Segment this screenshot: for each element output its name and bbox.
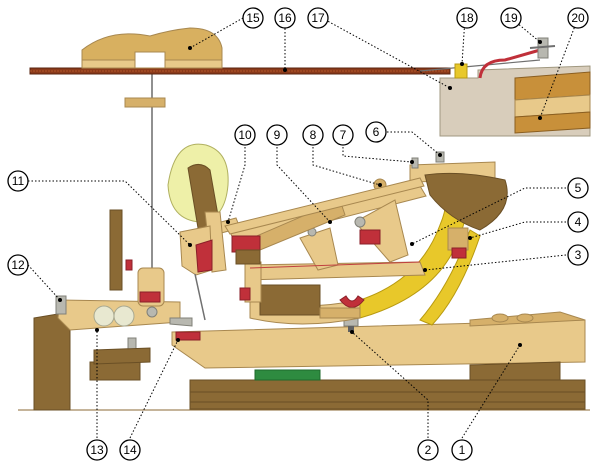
callout-19: 19	[500, 7, 522, 29]
string-section	[29, 27, 541, 75]
svg-text:14: 14	[123, 443, 137, 457]
svg-text:16: 16	[278, 11, 292, 25]
callout-9: 9	[266, 124, 288, 146]
hammer	[167, 143, 425, 273]
svg-text:12: 12	[11, 258, 25, 272]
damper-wedge	[179, 225, 213, 321]
svg-text:8: 8	[310, 128, 317, 142]
lower-lever	[55, 267, 193, 365]
svg-text:5: 5	[575, 181, 582, 195]
callout-20: 20	[567, 7, 589, 29]
callout-5: 5	[567, 177, 589, 199]
callout-2: 2	[417, 439, 439, 461]
callout-11: 11	[7, 170, 29, 192]
callout-13: 13	[86, 439, 108, 461]
callout-17: 17	[307, 7, 329, 29]
callout-15: 15	[242, 7, 264, 29]
svg-text:15: 15	[246, 11, 260, 25]
svg-text:1: 1	[459, 443, 466, 457]
callout-7: 7	[332, 124, 354, 146]
callout-18: 18	[456, 7, 478, 29]
damper-lever	[409, 151, 508, 231]
base-boards	[18, 369, 590, 411]
left-frame	[33, 311, 141, 411]
svg-text:17: 17	[311, 11, 325, 25]
svg-text:9: 9	[274, 128, 281, 142]
svg-text:11: 11	[12, 174, 25, 188]
callout-16: 16	[274, 7, 296, 29]
svg-text:18: 18	[460, 11, 474, 25]
callout-3: 3	[567, 244, 589, 266]
callout-14: 14	[119, 439, 141, 461]
jack	[239, 227, 469, 303]
svg-text:4: 4	[575, 215, 582, 229]
key	[171, 311, 586, 381]
callout-4: 4	[567, 211, 589, 233]
svg-text:10: 10	[238, 128, 252, 142]
svg-text:13: 13	[90, 443, 104, 457]
svg-text:7: 7	[340, 128, 347, 142]
hammer-butt	[229, 178, 427, 265]
svg-text:2: 2	[425, 443, 432, 457]
callout-1: 1	[451, 439, 473, 461]
top-right-frame	[439, 37, 591, 137]
svg-text:19: 19	[504, 11, 518, 25]
svg-text:20: 20	[571, 11, 585, 25]
svg-text:6: 6	[373, 125, 380, 139]
callout-12: 12	[7, 254, 29, 276]
callout-8: 8	[302, 124, 324, 146]
backcheck-rod	[109, 55, 166, 291]
svg-text:3: 3	[575, 248, 582, 262]
callout-10: 10	[234, 124, 256, 146]
callout-6: 6	[365, 121, 387, 143]
